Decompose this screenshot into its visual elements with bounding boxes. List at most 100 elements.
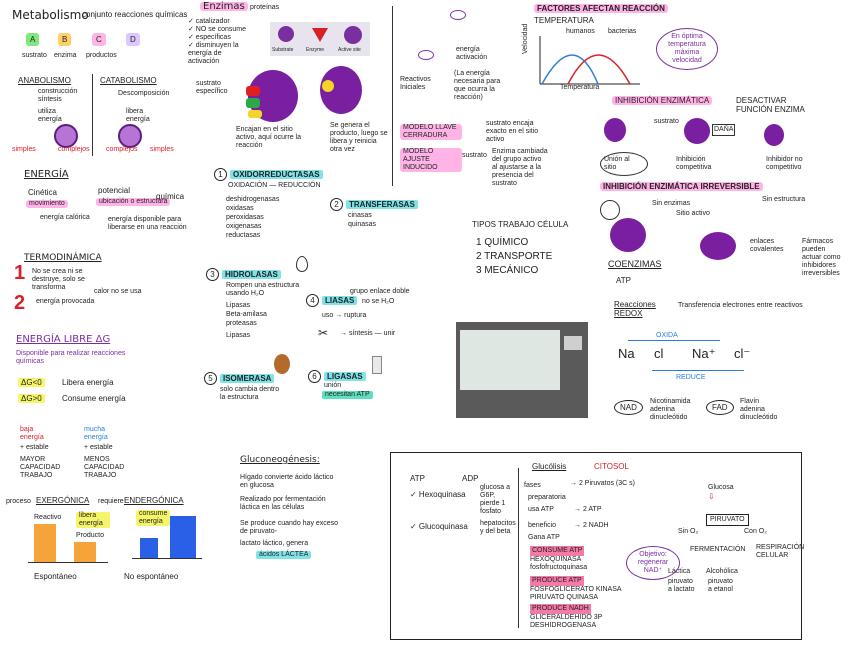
clase-6-item-1: unión	[324, 382, 341, 390]
coenz-title: COENZIMAS	[608, 260, 662, 269]
substrate-yellow	[248, 110, 262, 118]
baja-l3: + estable	[20, 444, 49, 452]
activ-energia: energía activación	[456, 46, 496, 62]
box-gluc-sub: hepatocitos y del beta	[480, 520, 516, 536]
inhibitor-icon	[600, 200, 620, 220]
enzyme-icon-c	[764, 124, 784, 146]
ender-consume: consume energía	[136, 510, 170, 526]
libre-neg: ΔG<0	[18, 378, 45, 387]
substrate-green	[246, 98, 260, 108]
baja-l1: baja	[20, 426, 33, 434]
box-alc-sub: piruvato a etanol	[708, 578, 738, 594]
alta-l6: TRABAJO	[84, 472, 116, 480]
metabolismo-title: Metabolismo	[12, 8, 89, 22]
enzyme-photo: Substrate Enzyme Active site	[270, 22, 370, 56]
box-ferm: FERMENTACIÓN	[690, 546, 745, 554]
clase-1-item-4: oxigenasas	[226, 223, 261, 231]
enzyme-icon-b	[684, 118, 710, 144]
gluco-title: Gluconeogénesis:	[240, 456, 320, 465]
inhib-sustrato: sustrato	[654, 118, 679, 126]
inhib-nota: Fármacos pueden actuar como inhibidores …	[802, 238, 842, 278]
coenz-cl: cl	[654, 346, 663, 361]
ender-prefix: requiere	[98, 498, 124, 506]
libre-sub: Disponible para realizar reacciones quím…	[16, 350, 136, 366]
catabolismo-l4: energía	[126, 116, 150, 124]
exer-libera: libera energía	[76, 512, 110, 528]
clase-2: 2TRANSFERASAS	[330, 198, 418, 211]
alta-l5: CAPACIDAD	[84, 464, 124, 472]
img-label-2: Enzyme	[306, 46, 324, 54]
factores-temp: TEMPERATURA	[534, 16, 594, 25]
anabolismo-l4: energía	[38, 116, 62, 124]
alta-l1: mucha	[84, 426, 105, 434]
inhib-competitiva: Inhibición competitiva	[676, 156, 726, 172]
chain-label-1: sustrato	[22, 52, 47, 60]
clase-5-item-2: la estructura	[220, 394, 259, 402]
trabajo-item-1: 1 QUÍMICO	[476, 238, 528, 247]
enzyme-icon-d	[610, 218, 646, 252]
libre-neg-text: Libera energía	[62, 378, 114, 387]
exer-prod: Producto	[76, 532, 104, 540]
box-o2c: PIRUVATO QUINASA	[530, 594, 598, 602]
catabolismo-complex: complejos	[106, 146, 138, 154]
exer-producto-bar	[74, 542, 96, 562]
anabolismo-l1: construcción	[38, 88, 77, 96]
scissors-icon: ✂	[318, 326, 328, 340]
box-f3v: → 2 ATP	[574, 506, 602, 514]
box-nota: Objetivo: regenerar NAD⁺	[626, 546, 680, 580]
box-o3b: GLICERALDEHIDO 3P	[530, 614, 602, 622]
box-citosol: CITOSOL	[594, 462, 629, 471]
temperature-curve	[534, 32, 644, 88]
clase-3: 3HIDROLASAS	[206, 268, 281, 281]
enzimas-prop-3: ✓ específicas	[188, 34, 231, 42]
box-o3: PRODUCE NADH	[530, 604, 591, 614]
inhib-irrev-4: enlaces covalentes	[750, 238, 790, 254]
termo-law2: energía provocada	[36, 298, 94, 306]
chain-b: B	[58, 33, 71, 46]
gluco-item-2: Realizado por fermentación láctica en la…	[240, 496, 340, 512]
box-f5: Gana ATP	[528, 534, 560, 542]
box-gluc: ✓ Glucoquinasa	[410, 522, 468, 531]
baja-l2: energía	[20, 434, 44, 442]
ender-producto-bar	[170, 516, 196, 558]
box-glucosa: Glucosa	[708, 484, 734, 492]
inhib-dana: DAÑA	[712, 124, 735, 136]
sustrato-sub: específico	[196, 88, 228, 96]
trabajo-item-3: 3 MECÁNICO	[476, 266, 538, 275]
termo-law1-num: 1	[14, 262, 25, 285]
baja-l6: TRABAJO	[20, 472, 52, 480]
projector-screen	[460, 330, 560, 390]
complex-molecule-icon-2	[118, 124, 142, 148]
energia-title: ENERGÍA	[24, 170, 69, 179]
coenz-fad-txt: Flavín adenina dinucleótido	[740, 398, 776, 422]
activ-llave-text: sustrato encaja exacto en el sitio activ…	[486, 120, 546, 144]
inhib-irrev-2: Sitio activo	[676, 210, 710, 218]
enzyme-icon-a	[604, 118, 626, 142]
libre-pos-text: Consume energía	[62, 394, 126, 403]
box-o1b: HEXOQUINASA	[530, 556, 581, 564]
enzimas-title: Enzimas	[200, 2, 248, 11]
anabolismo-title: ANABOLISMO	[18, 76, 71, 85]
exer-title: EXERGÓNICA	[36, 496, 89, 505]
img-label-3: Active site	[338, 46, 361, 54]
catabolismo-l3: libera	[126, 108, 143, 116]
libre-pos: ΔG>0	[18, 394, 45, 403]
energia-cinetica: Cinética	[28, 188, 57, 197]
anabolismo-simple: simples	[12, 146, 36, 154]
energia-cinetica-sub2: energía calórica	[40, 214, 90, 222]
enzyme-caption-1: Encajan en el sitio activo, aquí ocurre …	[236, 126, 302, 150]
box-hex: ✓ Hexoquinasa	[410, 490, 466, 499]
metabolismo-subtitle: conjunto reacciones químicas	[82, 10, 187, 19]
box-f3: usa ATP	[528, 506, 554, 514]
img-label-1: Substrate	[272, 46, 293, 54]
catabolismo-title: CATABOLISMO	[100, 76, 157, 85]
activ-ajuste: MODELO AJUSTE INDUCIDO	[400, 148, 462, 172]
water-drop-icon	[296, 256, 308, 272]
energia-quimica: química	[156, 192, 184, 201]
box-o1c: fosfofructoquinasa	[530, 564, 587, 572]
product-yellow	[322, 80, 334, 92]
activ-reactivos: Reactivos Iniciales	[400, 76, 440, 92]
activ-llave: MODELO LLAVE CERRADURA	[400, 124, 462, 140]
box-f4: beneficio	[528, 522, 556, 530]
box-f1: fases	[524, 482, 541, 490]
